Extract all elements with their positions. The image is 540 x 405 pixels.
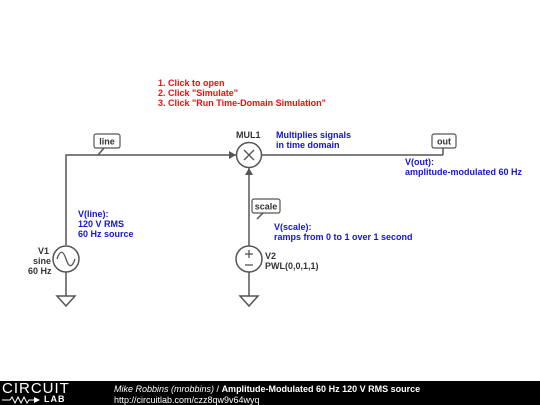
title-separator: / [214,384,222,394]
v2-annotation-1: V(scale): [274,222,312,232]
schematic-canvas[interactable]: line out scale [0,0,540,380]
v1-type: sine [33,256,52,266]
v1-name: V1 [38,246,50,256]
mul1-desc-1: Multiplies signals [276,130,352,140]
arrow-into-mul [229,151,236,159]
net-label-scale: scale [255,202,278,212]
logo-text-bottom: LAB [44,394,66,404]
v2-annotation-2: ramps from 0 to 1 over 1 second [274,232,413,242]
arrow-up-mul [245,168,253,175]
v1-annotation-1: V(line): [78,209,109,219]
vout-annotation-2: amplitude-modulated 60 Hz [405,167,523,177]
multiplier-symbol [235,141,263,169]
net-label-line-box [93,133,121,149]
net-label-line: line [99,137,115,147]
v1-annotation-3: 60 Hz source [78,229,134,239]
vout-annotation-1: V(out): [405,157,434,167]
pwl-source-symbol [235,245,263,273]
ground-icon [238,295,260,308]
instruction-1: 1. Click to open [158,78,225,88]
author-link[interactable]: Mike Robbins (mrobbins) [114,384,215,394]
resistor-icon [2,396,40,404]
footer-title-line: Mike Robbins (mrobbins) / Amplitude-Modu… [114,384,420,394]
net-label-scale-box [251,198,281,214]
v1-annotation-2: 120 V RMS [78,219,125,229]
mul1-name: MUL1 [236,130,261,140]
wire-line [65,154,236,245]
net-label-out: out [437,137,451,147]
circuit-url[interactable]: http://circuitlab.com/czz8qw9v64wyq [114,395,260,405]
v1-freq: 60 Hz [28,266,52,276]
footer-bar: CIRCUIT LAB Mike Robbins (mrobbins) / Am… [0,381,540,405]
ground-icon [55,295,77,308]
instruction-2: 2. Click "Simulate" [158,88,239,98]
net-label-out-box [431,133,457,149]
logo-text-top: CIRCUIT [2,380,70,397]
sine-source-symbol [52,245,80,273]
v2-value: PWL(0,0,1,1) [265,261,319,271]
instruction-3: 3. Click "Run Time-Domain Simulation" [158,98,326,108]
mul1-desc-2: in time domain [276,140,340,150]
circuit-title[interactable]: Amplitude-Modulated 60 Hz 120 V RMS sour… [221,384,421,394]
v2-name: V2 [265,251,277,261]
